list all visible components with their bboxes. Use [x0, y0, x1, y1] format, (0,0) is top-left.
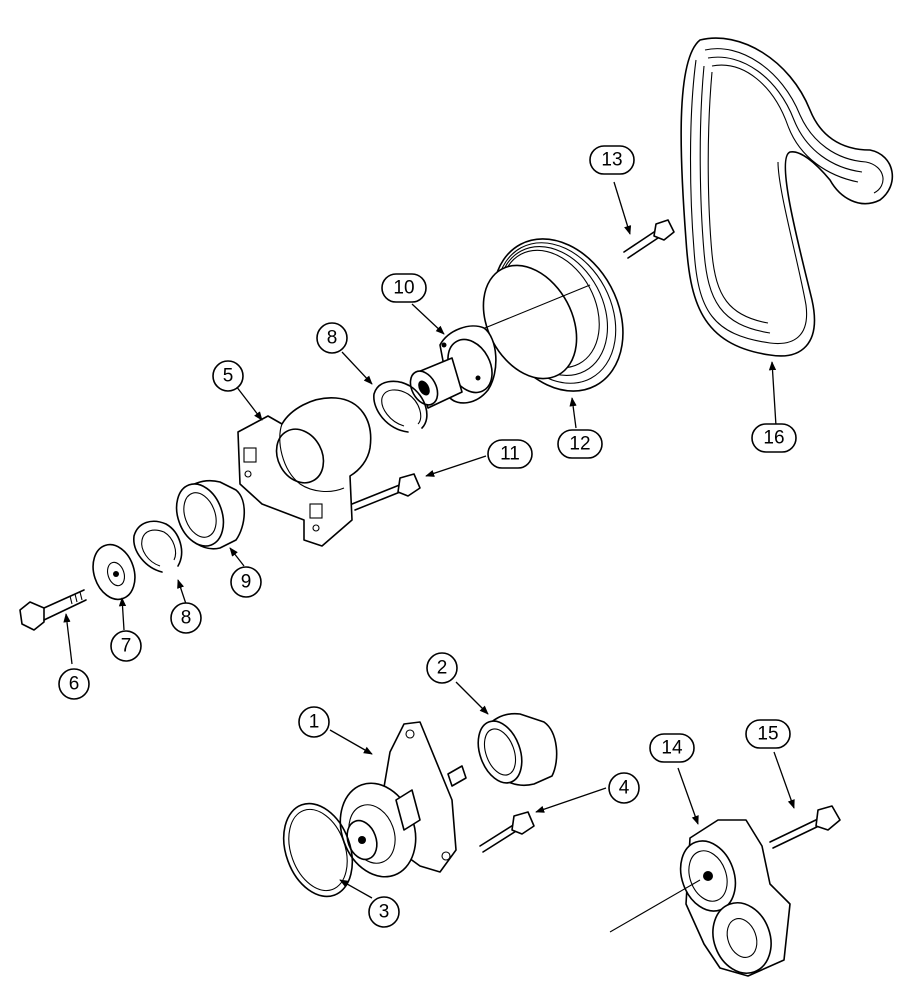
- callout-6-label: 6: [69, 674, 80, 695]
- callout-16-label: 16: [763, 428, 784, 449]
- callout-1-label: 1: [309, 712, 320, 733]
- leader-1: [329, 729, 373, 755]
- leader-15: [773, 751, 795, 809]
- o-ring: [282, 802, 354, 898]
- callout-8-upper-label: 8: [327, 328, 338, 349]
- leader-lines: [63, 181, 795, 899]
- callout-12: 12: [557, 429, 603, 459]
- serpentine-belt: [680, 37, 894, 357]
- grooved-pulley: [479, 238, 624, 392]
- housing-bolt: [351, 473, 421, 511]
- callout-3: 3: [368, 896, 400, 928]
- callout-15: 15: [745, 719, 791, 749]
- cap-screw: [19, 589, 87, 631]
- callout-8-lower-label: 8: [181, 608, 192, 629]
- bearing: [175, 480, 246, 550]
- callout-9-label: 9: [241, 572, 252, 593]
- leader-4: [535, 787, 607, 813]
- callout-10: 10: [381, 273, 427, 303]
- bearing-housing: [237, 397, 372, 547]
- callout-1: 1: [298, 706, 330, 738]
- pulley-hub: [409, 325, 497, 409]
- callout-8-upper: 8: [316, 322, 348, 354]
- callout-9: 9: [230, 566, 262, 598]
- callout-3-label: 3: [379, 902, 390, 923]
- callout-11: 11: [487, 439, 533, 469]
- leader-8a: [341, 351, 373, 385]
- callout-2-label: 2: [437, 658, 448, 679]
- leader-2: [455, 681, 489, 715]
- callout-5: 5: [212, 360, 244, 392]
- callout-15-label: 15: [757, 724, 778, 745]
- tensioner-bolt: [769, 805, 841, 849]
- leader-12: [569, 397, 577, 429]
- callout-7: 7: [110, 630, 142, 662]
- leader-8b: [177, 579, 187, 605]
- callout-5-label: 5: [223, 366, 234, 387]
- washer: [92, 543, 136, 601]
- leader-16: [768, 361, 777, 427]
- leader-5: [235, 385, 263, 421]
- callout-4: 4: [608, 772, 640, 804]
- snap-ring-lower: [133, 520, 183, 573]
- snap-ring-upper: [373, 380, 428, 433]
- callout-12-label: 12: [569, 434, 590, 455]
- leader-9: [229, 547, 245, 567]
- idler-sleeve: [477, 712, 558, 786]
- water-pump: [339, 721, 467, 878]
- leader-14: [677, 767, 699, 825]
- callout-14: 14: [649, 733, 695, 763]
- callout-16: 16: [751, 423, 797, 453]
- callout-13: 13: [589, 145, 635, 175]
- belt-tensioner: [609, 819, 791, 977]
- leader-6: [63, 613, 73, 665]
- callout-13-label: 13: [601, 150, 622, 171]
- pump-bolt: [479, 811, 535, 853]
- callout-14-label: 14: [661, 738, 683, 759]
- pulley-bolt: [623, 219, 675, 259]
- callout-4-label: 4: [619, 778, 630, 799]
- leader-3: [339, 879, 373, 899]
- leader-13: [613, 181, 632, 235]
- leader-7: [118, 597, 127, 631]
- callout-2: 2: [426, 652, 458, 684]
- leader-11: [425, 455, 487, 477]
- callout-8-lower: 8: [170, 602, 202, 634]
- leader-10: [411, 303, 445, 335]
- callout-10-label: 10: [393, 278, 414, 299]
- callout-6: 6: [58, 668, 90, 700]
- callout-7-label: 7: [121, 636, 132, 657]
- callout-11-label: 11: [500, 444, 520, 465]
